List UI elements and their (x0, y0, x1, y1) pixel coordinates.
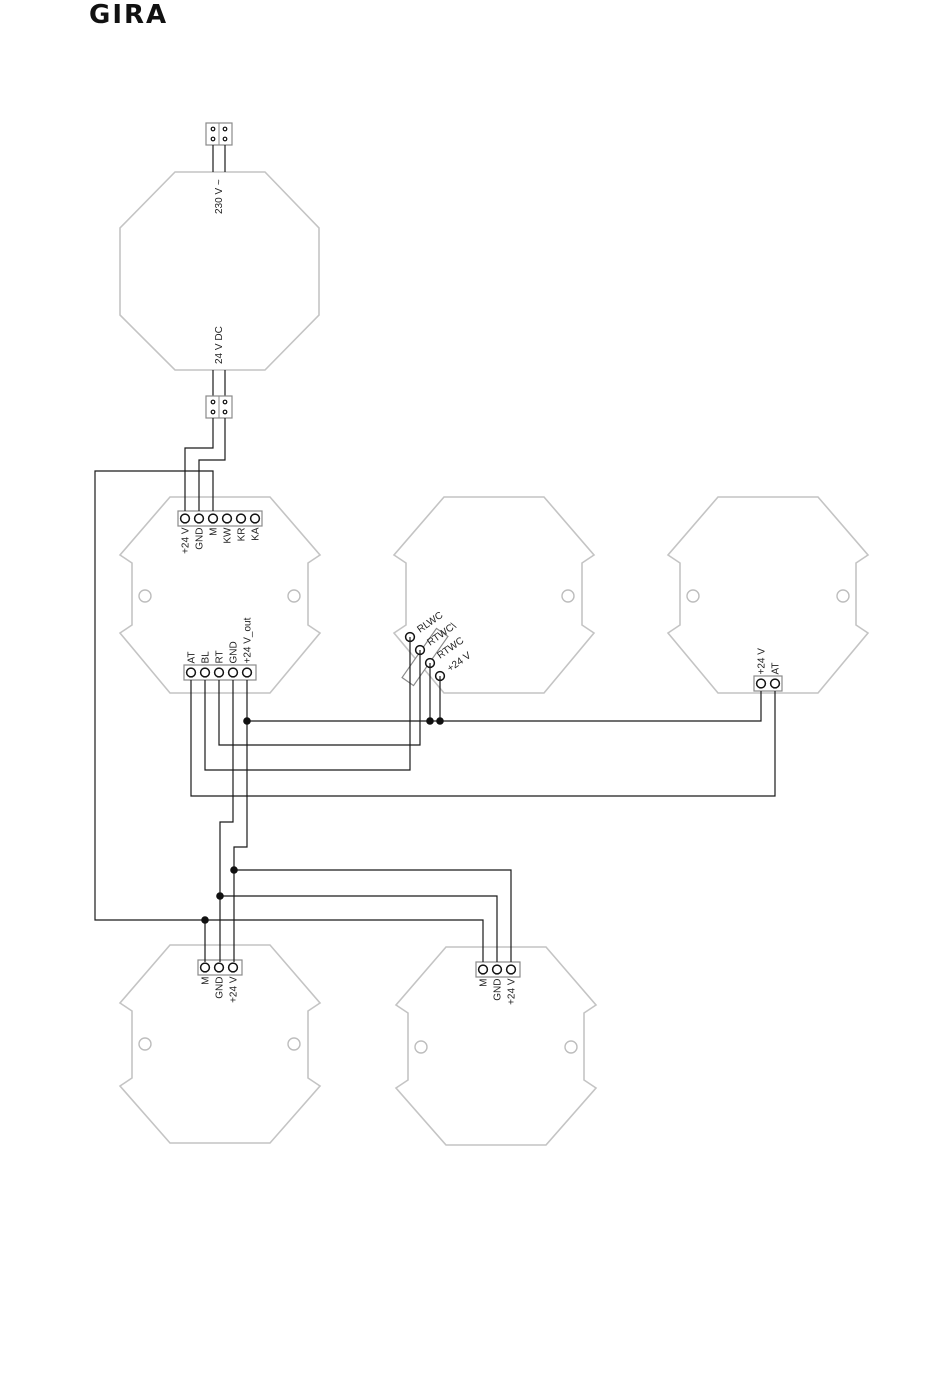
controller-bottom-terminal-gnd-3 (229, 668, 238, 677)
mains-input-label: 230 V ~ (214, 179, 225, 214)
right-module-terminal-at-1 (771, 679, 780, 688)
right-module-terminal-24-v-0 (757, 679, 766, 688)
controller-top-terminal-label-4: KR (237, 528, 248, 542)
power-supply: 230 V ~ 24 V DC (120, 123, 319, 418)
controller-bottom-terminal-label-2: RT (215, 650, 226, 663)
controller-top-terminal-label-5: KA (251, 527, 262, 541)
controller-bottom-terminal-24-v-out-4 (243, 668, 252, 677)
bottom-right-terminal-label-2: +24 V (507, 978, 518, 1005)
wire-m-bus (95, 471, 483, 962)
controller-bottom-terminal-label-4: +24 V_out (243, 617, 254, 663)
dc-output-label: 24 V DC (214, 326, 225, 364)
controller-bottom-terminal-label-0: AT (187, 651, 198, 663)
bottom-left-terminal-24-v-2 (229, 963, 238, 972)
bottom-right-terminal-gnd-1 (493, 965, 502, 974)
controller-top-terminal-kr-4 (237, 514, 246, 523)
bottom-left-terminal-label-2: +24 V (229, 976, 240, 1003)
wire-at (191, 680, 775, 796)
controller-bottom-terminal-rt-2 (215, 668, 224, 677)
bottom-right-terminal-label-1: GND (493, 979, 504, 1001)
controller-top-terminal-ka-5 (251, 514, 260, 523)
right-module-terminal-label-0: +24 V (757, 648, 768, 675)
wire-24v-door-right (247, 691, 761, 721)
bottom-right-terminal-label-0: M (479, 979, 490, 987)
right-module-terminal-label-1: AT (771, 662, 782, 674)
controller-bottom-terminal-bl-1 (201, 668, 210, 677)
controller-bottom-terminal-label-1: BL (201, 651, 212, 664)
controller-top-terminal-m-2 (209, 514, 218, 523)
bottom-right-terminal-24-v-2 (507, 965, 516, 974)
controller-top-terminal-label-0: +24 V (181, 527, 192, 554)
bottom-right-terminal-m-0 (479, 965, 488, 974)
controller-top-terminal-24-v-0 (181, 514, 190, 523)
bottom-left-terminal-label-0: M (201, 977, 212, 985)
bottom-left-terminal-m-0 (201, 963, 210, 972)
controller-bottom-terminal-label-3: GND (229, 641, 240, 663)
controller-top-terminal-label-3: KW (223, 527, 234, 544)
controller-top-terminal-block (178, 511, 262, 526)
wiring (95, 418, 775, 962)
bottom-left-terminal-gnd-1 (215, 963, 224, 972)
controller-top-terminal-label-2: M (209, 528, 220, 536)
controller-top-terminal-kw-3 (223, 514, 232, 523)
controller-top-terminal-gnd-1 (195, 514, 204, 523)
bottom-left-terminal-label-1: GND (215, 977, 226, 999)
controller-bottom-terminal-at-0 (187, 668, 196, 677)
controller-top-terminal-label-1: GND (195, 528, 206, 550)
